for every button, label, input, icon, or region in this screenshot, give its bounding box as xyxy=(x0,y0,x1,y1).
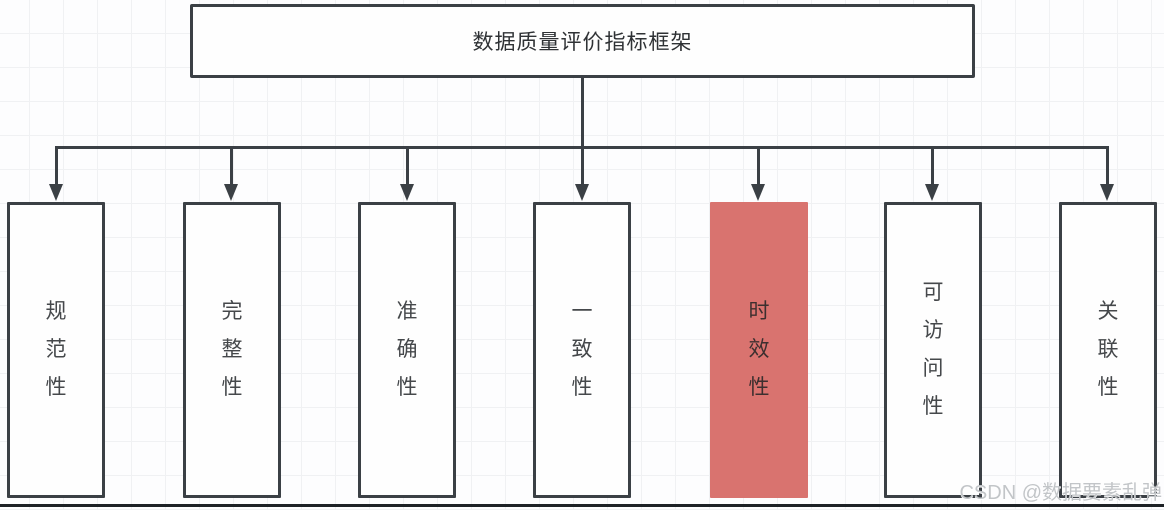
arrow-down-icon xyxy=(1100,184,1114,201)
watermark: CSDN @数据要素乱弹 xyxy=(959,482,1162,504)
node-label: 规范性 xyxy=(45,300,67,399)
connector-trunk xyxy=(581,78,584,147)
arrow-down-icon xyxy=(925,184,939,201)
root-node-label: 数据质量评价指标框架 xyxy=(472,31,693,54)
connector-branch xyxy=(757,146,760,186)
connector-branch xyxy=(55,146,58,186)
node-label: 准确性 xyxy=(396,300,418,399)
arrow-down-icon xyxy=(751,184,765,201)
node-consistency: 一致性 xyxy=(533,202,631,498)
node-accuracy: 准确性 xyxy=(358,202,456,498)
arrow-down-icon xyxy=(224,184,238,201)
arrow-down-icon xyxy=(400,184,414,201)
connector-branch xyxy=(581,146,584,186)
node-normativity: 规范性 xyxy=(7,202,105,498)
arrow-down-icon xyxy=(49,184,63,201)
connector-branch xyxy=(230,146,233,186)
node-completeness: 完整性 xyxy=(183,202,281,498)
connector-branch xyxy=(931,146,934,186)
node-label: 时效性 xyxy=(748,300,770,399)
node-accessibility: 可访问性 xyxy=(884,202,982,498)
node-label: 可访问性 xyxy=(922,281,944,418)
arrow-down-icon xyxy=(575,184,589,201)
bottom-divider xyxy=(0,504,1164,507)
connector-branch xyxy=(1106,146,1109,186)
node-relevance: 关联性 xyxy=(1059,202,1157,498)
node-label: 关联性 xyxy=(1097,300,1119,399)
node-timeliness: 时效性 xyxy=(710,202,808,498)
node-label: 一致性 xyxy=(571,300,593,399)
connector-branch xyxy=(406,146,409,186)
root-node-framework: 数据质量评价指标框架 xyxy=(190,4,975,78)
node-label: 完整性 xyxy=(221,300,243,399)
